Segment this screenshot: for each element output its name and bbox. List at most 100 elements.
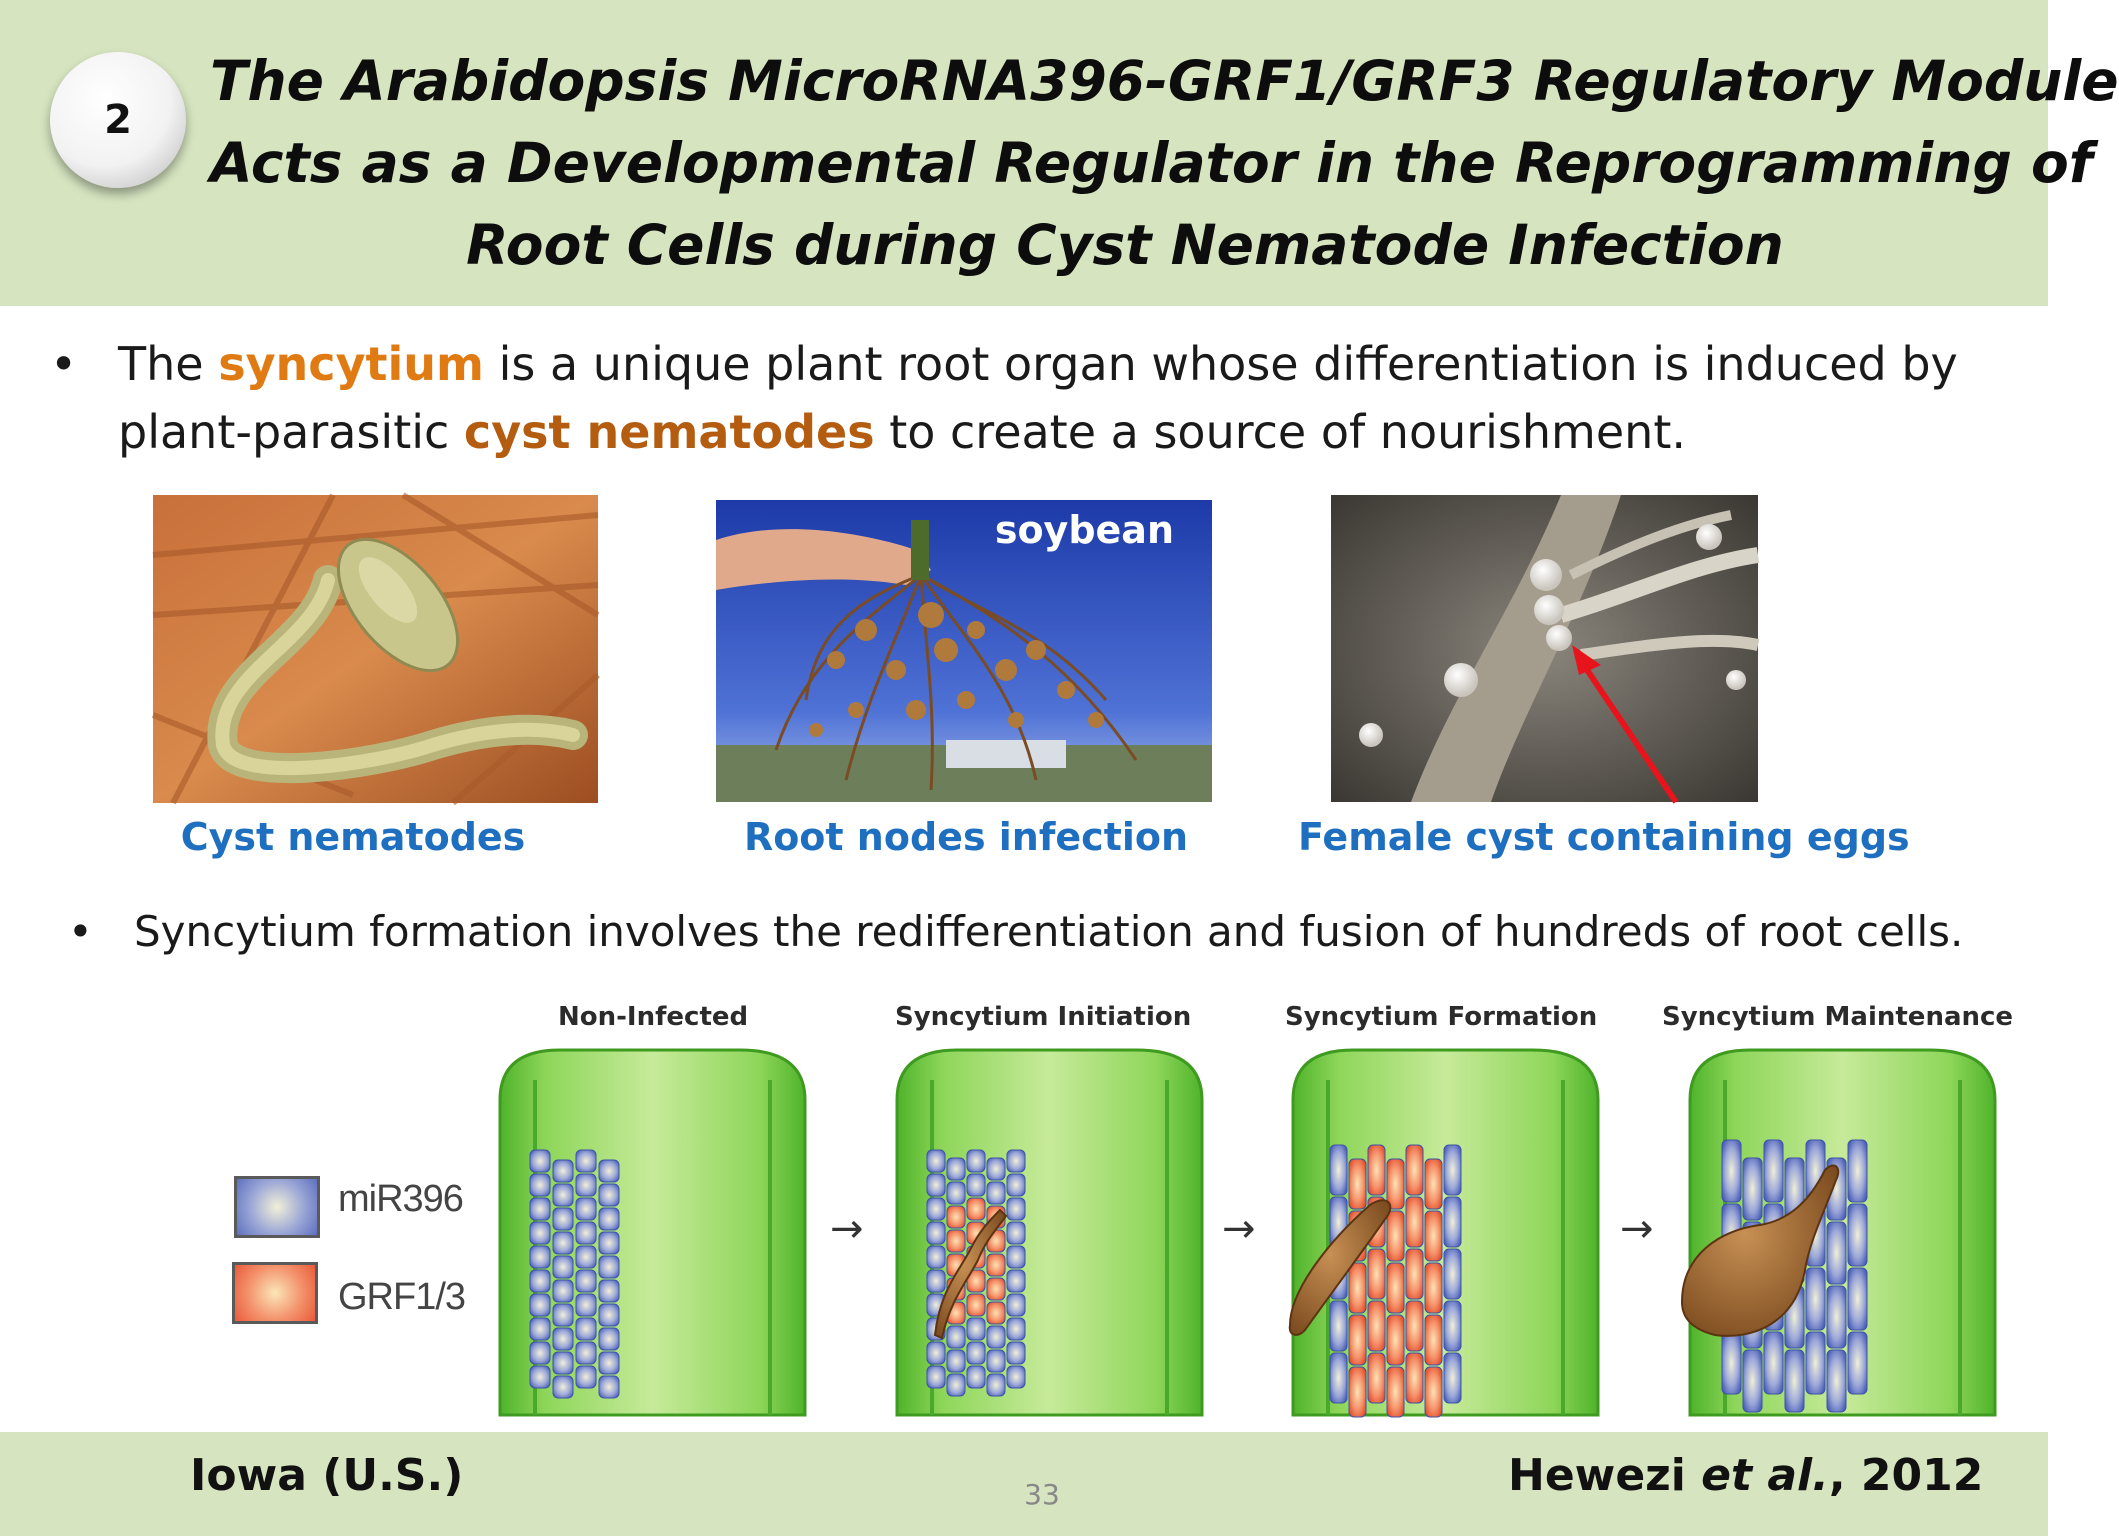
root-cell — [1405, 1144, 1424, 1196]
root-cell — [1329, 1352, 1348, 1404]
root-cell — [1826, 1349, 1847, 1413]
root-cell — [946, 1205, 966, 1229]
root-cell — [1006, 1245, 1026, 1269]
root-cell — [986, 1181, 1006, 1205]
root-cell — [1443, 1248, 1462, 1300]
text-segment: is a unique plant root organ whose diffe… — [118, 337, 1958, 459]
footer-bar — [0, 1432, 2048, 1536]
syncytium-stages-diagram — [498, 1048, 1997, 1418]
root-cell — [529, 1269, 551, 1293]
root-cell — [529, 1341, 551, 1365]
root-cell — [946, 1349, 966, 1373]
stage-label-non-infected: Non-Infected — [558, 1002, 749, 1032]
root-cell — [552, 1207, 574, 1231]
root-cell — [966, 1317, 986, 1341]
root-cell — [946, 1325, 966, 1349]
root-cell — [986, 1253, 1006, 1277]
root-cell — [966, 1269, 986, 1293]
root-cell — [529, 1149, 551, 1173]
root-cell — [1386, 1314, 1405, 1366]
root-cell — [1386, 1210, 1405, 1262]
root-cell — [1443, 1144, 1462, 1196]
legend-label-grf13: GRF1/3 — [338, 1276, 466, 1318]
highlight-syncytium: syncytium — [218, 337, 484, 391]
root-cell — [1721, 1331, 1742, 1395]
root-cell — [966, 1149, 986, 1173]
arrow-2: → — [1222, 1206, 1256, 1252]
root-cell — [986, 1349, 1006, 1373]
page-number: 33 — [1024, 1478, 1060, 1511]
root-cell — [986, 1157, 1006, 1181]
root-cell — [598, 1207, 620, 1231]
photo-female-cyst — [1331, 495, 1760, 804]
root-cell — [529, 1317, 551, 1341]
root-cell — [598, 1375, 620, 1399]
root-cell — [966, 1293, 986, 1317]
root-cell — [966, 1341, 986, 1365]
stage-label-maintenance: Syncytium Maintenance — [1662, 1002, 2014, 1032]
root-cell — [1006, 1221, 1026, 1245]
citation-et-al: et al. — [1701, 1450, 1829, 1501]
root-cell — [986, 1277, 1006, 1301]
root-cell — [1405, 1300, 1424, 1352]
root-cell — [946, 1373, 966, 1397]
legend-swatch-grf13 — [232, 1262, 318, 1324]
root-cell — [529, 1365, 551, 1389]
root-cell — [1367, 1352, 1386, 1404]
root-cell — [575, 1365, 597, 1389]
stage-label-formation: Syncytium Formation — [1285, 1002, 1598, 1032]
root-cell — [946, 1157, 966, 1181]
root-cell — [926, 1149, 946, 1173]
root-cell — [575, 1173, 597, 1197]
root-cell — [552, 1327, 574, 1351]
arrow-1: → — [830, 1206, 864, 1252]
root-cell — [966, 1173, 986, 1197]
root-cell — [552, 1375, 574, 1399]
root-cell — [598, 1255, 620, 1279]
root-cell — [966, 1197, 986, 1221]
root-cell — [1329, 1144, 1348, 1196]
root-cell — [946, 1229, 966, 1253]
root-cell — [598, 1327, 620, 1351]
root-cell — [529, 1197, 551, 1221]
root-cell — [1367, 1144, 1386, 1196]
root-cell — [575, 1317, 597, 1341]
root-cell — [1424, 1210, 1443, 1262]
root-cell — [926, 1365, 946, 1389]
root-cell — [1006, 1317, 1026, 1341]
root-cell — [1405, 1248, 1424, 1300]
root-cell — [598, 1159, 620, 1183]
root-cell — [1006, 1149, 1026, 1173]
root-cell — [1006, 1197, 1026, 1221]
slide-title: The Arabidopsis MicroRNA396-GRF1/GRF3 Re… — [210, 40, 2119, 286]
stage-label-initiation: Syncytium Initiation — [895, 1002, 1192, 1032]
citation-year: , 2012 — [1828, 1450, 1984, 1501]
legend-swatch-mir396 — [234, 1176, 320, 1238]
root-cell — [575, 1341, 597, 1365]
title-line-3: Root Cells during Cyst Nematode Infectio… — [466, 213, 1784, 277]
photo-soybean-roots: soybean — [716, 500, 1212, 802]
title-line-1: The Arabidopsis MicroRNA396-GRF1/GRF3 Re… — [210, 49, 2119, 113]
root-cell — [552, 1255, 574, 1279]
text-segment: to create a source of nourishment. — [874, 405, 1686, 459]
root-cell — [598, 1351, 620, 1375]
root-cell — [1847, 1139, 1868, 1203]
root-cell — [529, 1245, 551, 1269]
root-cell — [986, 1301, 1006, 1325]
root-cell — [529, 1293, 551, 1317]
root-cell — [1424, 1158, 1443, 1210]
text-segment: The — [118, 337, 219, 391]
root-cell — [1847, 1203, 1868, 1267]
root-cell — [926, 1269, 946, 1293]
root-cell — [1763, 1331, 1784, 1395]
root-cell — [529, 1221, 551, 1245]
root-cell — [575, 1197, 597, 1221]
root-cell — [986, 1325, 1006, 1349]
caption-female-cyst: Female cyst containing eggs — [1298, 815, 1910, 859]
arrow-3: → — [1620, 1206, 1654, 1252]
root-cell — [1348, 1262, 1367, 1314]
root-cell — [1443, 1196, 1462, 1248]
root-cell — [1386, 1158, 1405, 1210]
root-cell — [1424, 1262, 1443, 1314]
root-cell — [1367, 1300, 1386, 1352]
